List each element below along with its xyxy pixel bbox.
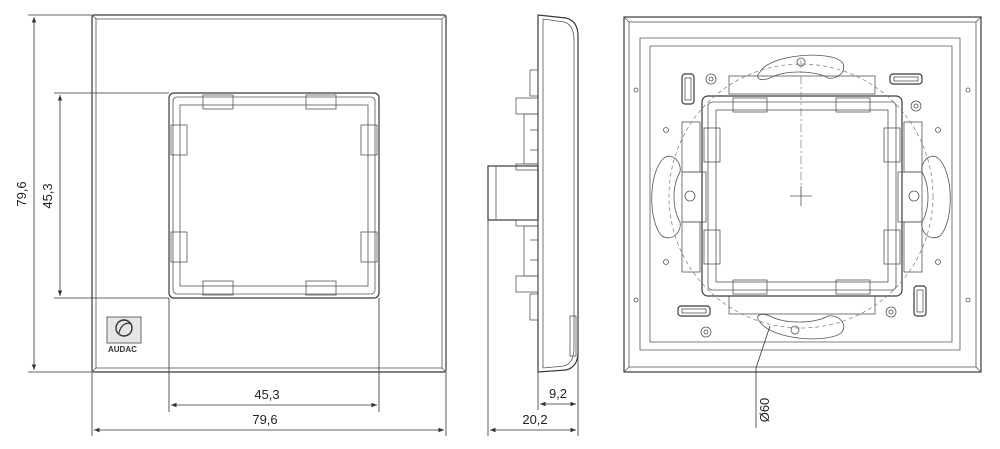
audac-logo: AUDAC — [106, 316, 142, 354]
screw-slots — [651, 54, 951, 340]
dim-total-height: 79,6 — [14, 14, 92, 373]
dim-total-height-label: 79,6 — [14, 181, 29, 206]
side-view: 9,2 20,2 — [487, 14, 579, 436]
front-outer-frame — [91, 14, 447, 373]
dim-thickness-label: 9,2 — [549, 386, 567, 401]
front-inner-opening — [168, 92, 380, 299]
back-module-frame — [681, 95, 923, 297]
side-mount-body — [487, 69, 539, 321]
dim-circle: Ø60 — [755, 325, 772, 428]
dim-inner-width: 45,3 — [168, 298, 380, 412]
dim-inner-height: 45,3 — [40, 92, 169, 299]
small-holes — [633, 73, 971, 338]
logo-text: AUDAC — [108, 345, 137, 354]
small-slots — [677, 73, 927, 317]
back-outer-frame — [623, 16, 982, 373]
side-plate-profile — [537, 14, 579, 373]
dim-depth: 20,2 — [487, 220, 579, 436]
dim-circle-label: Ø60 — [757, 398, 772, 423]
dim-total-width-label: 79,6 — [252, 412, 277, 427]
back-view: Ø60 — [623, 16, 982, 428]
mounting-circle — [668, 63, 934, 329]
dim-depth-label: 20,2 — [522, 412, 547, 427]
dim-thickness: 9,2 — [537, 352, 579, 410]
dim-total-width: 79,6 — [91, 372, 447, 436]
front-view: AUDAC 79,6 45,3 45,3 79,6 — [14, 14, 447, 436]
dim-inner-width-label: 45,3 — [254, 387, 279, 402]
dim-inner-height-label: 45,3 — [40, 183, 55, 208]
front-outer-frame-inner-edge — [95, 18, 443, 369]
